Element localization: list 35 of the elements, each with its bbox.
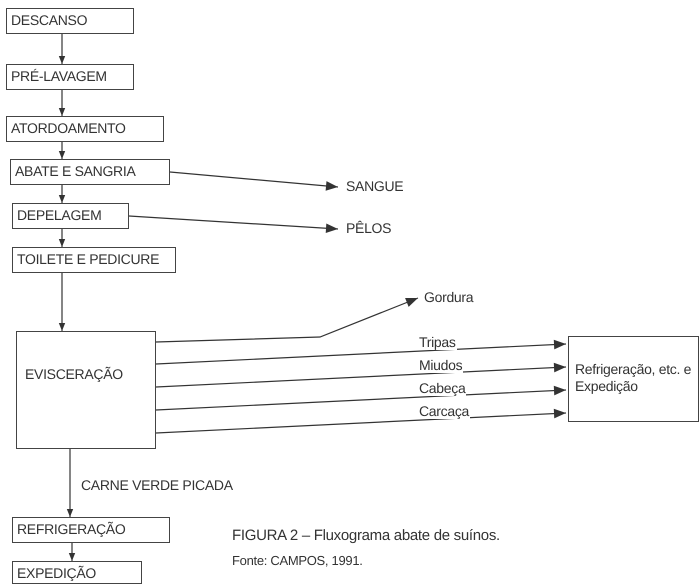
arrow (58, 90, 66, 116)
process-box: REFRIGERAÇÃO (12, 517, 170, 543)
process-box: DEPELAGEM (12, 203, 129, 229)
process-box: TOILETE E PEDICURE (12, 247, 176, 273)
process-box: EVISCERAÇÃO (16, 331, 156, 449)
arrow (156, 386, 566, 411)
arrow (66, 449, 74, 517)
process-box: Refrigeração, etc. e Expedição (568, 336, 699, 422)
edge-label: Carcaça (418, 404, 470, 419)
output-label: PÊLOS (346, 220, 406, 237)
arrow (156, 297, 418, 343)
arrow (156, 408, 566, 434)
edge-label: Miudos (418, 358, 464, 373)
process-box: ABATE E SANGRIA (10, 159, 170, 185)
arrow (58, 273, 66, 331)
edge-label: Tripas (418, 335, 457, 350)
edge-label: CARNE VERDE PICADA (80, 478, 234, 493)
figure-caption: FIGURA 2 – Fluxograma abate de suínos. (232, 527, 500, 544)
process-box: ATORDOAMENTO (6, 116, 164, 142)
arrow (170, 171, 338, 191)
process-box: EXPEDIÇÃO (12, 561, 142, 584)
arrow (58, 142, 66, 159)
arrow (128, 215, 338, 234)
arrow (58, 229, 66, 247)
output-label: SANGUE (346, 178, 416, 195)
arrow (68, 543, 76, 561)
source-note: Fonte: CAMPOS, 1991. (232, 553, 363, 568)
process-box: DESCANSO (6, 8, 134, 34)
process-box: PRÉ-LAVAGEM (6, 64, 134, 90)
arrow (58, 185, 66, 203)
arrow (156, 362, 566, 388)
output-label: Gordura (424, 289, 494, 306)
edge-label: Cabeça (418, 381, 466, 396)
arrow (58, 34, 66, 64)
arrow (156, 340, 566, 365)
